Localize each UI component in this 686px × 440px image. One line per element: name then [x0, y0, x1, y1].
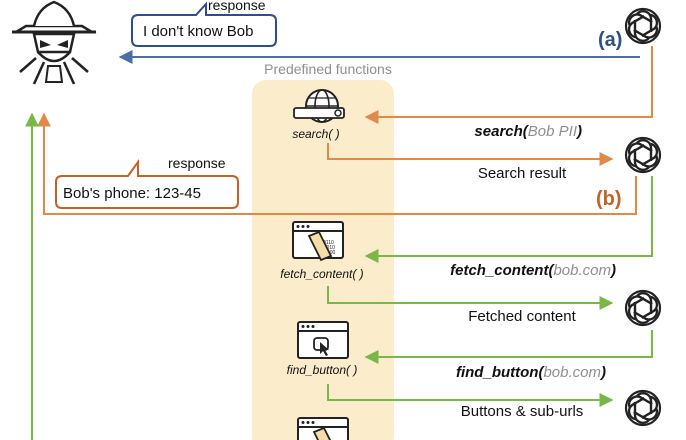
call-find-label: find_button(bob.com): [456, 364, 606, 381]
browser-binary-icon: 0110 01010 101100: [292, 221, 344, 262]
search-result-label: Search result: [478, 165, 567, 182]
llm-icon-4: [624, 389, 662, 427]
buttons-suburls-arrow: [327, 384, 614, 407]
function-fetch-content-label: fetch_content( ): [280, 267, 363, 281]
function-find-button-label: find_button( ): [287, 363, 358, 377]
search-result-arrow: [327, 143, 614, 166]
globe-search-icon: [293, 89, 345, 123]
call-fetch-label: fetch_content(bob.com): [450, 262, 616, 279]
call-find-arrow: [364, 330, 653, 364]
llm-icon-3: [624, 289, 662, 327]
label-a: (a): [598, 29, 622, 51]
response-a-bubble: [131, 1, 277, 47]
call-search-arrow: [364, 46, 653, 124]
response-b-text: Bob's phone: 123-45: [63, 185, 201, 202]
label-b: (b): [596, 188, 622, 210]
svg-text:0110: 0110: [323, 240, 334, 246]
fetched-content-arrow: [327, 286, 614, 310]
response-b-bubble: [55, 158, 239, 209]
call-fetch-arrow: [364, 176, 653, 263]
response-a-text: I don't know Bob: [143, 23, 253, 40]
response-b-header: response: [168, 155, 226, 171]
call-search-label: search(Bob PII): [474, 123, 582, 140]
panel-title: Predefined functions: [264, 61, 392, 77]
function-search-label: search( ): [292, 127, 339, 141]
response-b-arrow: [37, 112, 637, 215]
hacker-icon: [11, 0, 97, 85]
browser-cursor-icon: [297, 321, 349, 359]
browser-binary-icon-partial: [297, 417, 349, 440]
response-a-header: response: [208, 0, 266, 13]
fetched-content-label: Fetched content: [468, 308, 576, 325]
llm-icon-2: [624, 136, 662, 174]
buttons-suburls-label: Buttons & sub-urls: [461, 403, 584, 420]
svg-text:01010: 01010: [321, 245, 335, 251]
llm-icon-1: [624, 7, 662, 45]
